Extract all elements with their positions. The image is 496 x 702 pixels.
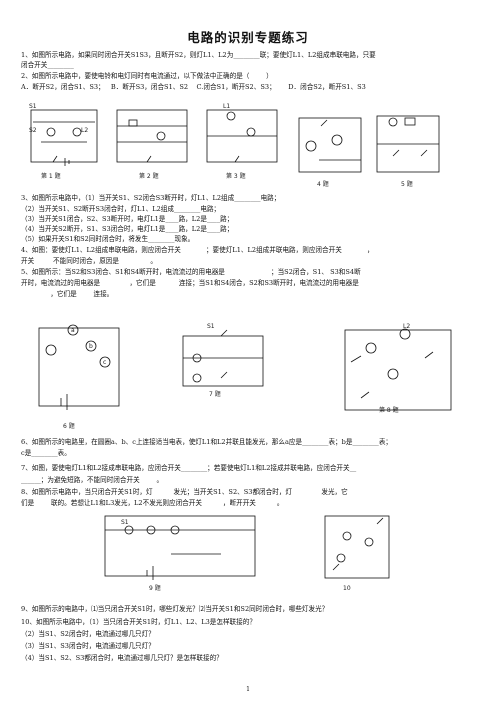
question-10-line-4: （4）当S1、S2、S3都闭合时，电流通过哪几只灯？是怎样联接的？ xyxy=(21,654,223,662)
figure-10-circuit xyxy=(324,515,390,579)
fig3-label-l1: L1 xyxy=(223,103,230,110)
figure-8-circuit xyxy=(344,328,452,411)
figure-6-circuit xyxy=(38,324,120,410)
figure-9-caption: 9 题 xyxy=(149,585,161,592)
question-3-line-3: （3）当开关S1闭合，S2、S3断开时，电灯L1是____路，L2是____路； xyxy=(21,215,234,223)
fig6-label-a: a xyxy=(71,327,75,334)
figure-2-circuit xyxy=(116,109,188,163)
question-1-line-2: 闭合开关________ xyxy=(21,61,74,69)
figure-6-caption: 6 题 xyxy=(63,423,75,430)
question-3-line-1: 3、如图所示电路中，（1）当开关S1、S2闭合S3断开时，灯L1、L2组成___… xyxy=(21,194,281,202)
question-4-line-1: 4、如图：要使灯L1、L2组成串联电路，则应闭合开关 ；要使灯L1、L2组成并联… xyxy=(21,246,374,254)
question-9: 9、如图所示的电路中，⑴当只闭合开关S1时，哪些灯发光？⑵当开关S1和S2同时闭… xyxy=(21,605,329,613)
question-5-line-1: 5、如图所示：当S2和S3闭合、S1和S4断开时，电流流过的用电器是 ；当S2闭… xyxy=(21,268,361,276)
figure-1-circuit xyxy=(30,109,98,166)
question-3-line-4: （4）当开关S2断开，S1、S3闭合时，电灯L1是____路，L2是____路； xyxy=(21,225,234,233)
figures-row-3: S1 9 题 10 xyxy=(104,515,390,592)
figure-10-caption: 10 xyxy=(343,585,351,592)
figure-5-circuit xyxy=(376,115,440,173)
figure-3-caption: 第 3 题 xyxy=(226,172,246,180)
question-10-line-3: （3）当S1、S3闭合时，电流通过哪几只灯？ xyxy=(21,642,155,650)
fig1-label-s2: S2 xyxy=(29,127,37,134)
fig6-label-c: c xyxy=(103,359,106,366)
figure-7-circuit xyxy=(182,329,264,387)
question-3-line-2: （2）当开关S1、S2断开S3闭合时，灯L1、L2组成________电路； xyxy=(21,205,221,213)
figure-1-caption: 第 1 题 xyxy=(41,172,61,180)
figure-9-circuit xyxy=(104,515,256,580)
question-7-line-2: ______；为避免短路，不能同时闭合开关 。 xyxy=(21,476,164,484)
question-8-line-1: 8、如图所示电路中，当只闭合开关S1时，灯 发光；当开关S1、S2、S3都闭合时… xyxy=(21,488,348,496)
fig1-label-l2: L2 xyxy=(81,127,88,134)
question-5-line-2: 开时，电流流过的用电器是 ，它们是 连接；当S1和S4闭合，S2和S3断开时，电… xyxy=(21,279,359,287)
question-2-options: A．断开S2，闭合S1、S3； B．断开S3，闭合S1、S2 C.闭合S1，断开… xyxy=(21,83,366,91)
page-title: 电路的识别专题练习 xyxy=(187,30,309,45)
fig8-label-l2: L2 xyxy=(403,323,410,330)
question-8-line-2: 们是 联的。若想让L1和L3发光，L2不发光则应闭合开关 ，断开开关 。 xyxy=(21,499,284,507)
figure-4-circuit xyxy=(298,117,362,173)
figure-4-caption: 4 题 xyxy=(317,181,329,188)
question-4-line-2: 开关 不能同时闭合，原因是 。 xyxy=(21,257,158,265)
fig7-label-s1: S1 xyxy=(207,323,215,330)
question-2-line-1: 2、如图所示电路中，要使电铃和电灯同时有电流通过，以下做法中正确的是（ ） xyxy=(21,72,273,80)
figure-5-caption: 5 题 xyxy=(401,181,413,188)
figures-row-2: a b c 6 题 S1 7 题 L2 第 8 题 xyxy=(38,323,452,430)
question-3-line-5: （5）如果开关S1和S2同时闭合时，将发生________现象。 xyxy=(21,235,195,243)
figure-7-caption: 7 题 xyxy=(209,391,221,398)
question-1-line-1: 1、如图所示电路，如果同时闭合开关S1S3，且断开S2，则灯L1、L2为____… xyxy=(21,51,376,59)
question-6-line-2: c是________表。 xyxy=(21,449,71,457)
page-number: 1 xyxy=(246,686,250,693)
question-7-line-1: 7、如图，要使电灯L1和L2接成串联电路，应闭合开关________；若要使电灯… xyxy=(21,464,357,472)
question-5-line-3: ，它们是 连接。 xyxy=(21,290,114,298)
question-10-line-1: 10、如图所示电路中，（1）当只闭合开关S1时，灯L1、L2、L3是怎样联接的？ xyxy=(21,618,256,626)
figure-2-caption: 第 2 题 xyxy=(139,172,159,180)
figures-row-1: S1 S2 L2 第 1 题 第 2 题 L1 第 3 题 xyxy=(29,103,440,188)
question-6-line-1: 6、如图所示的电路里，在圆圈a、b、c上连接适当电表，使灯L1和L2并联且能发光… xyxy=(21,438,393,446)
figure-8-caption: 第 8 题 xyxy=(379,406,399,414)
figure-3-circuit xyxy=(206,109,278,163)
fig9-label-s1: S1 xyxy=(121,519,129,526)
fig1-label-s1: S1 xyxy=(29,103,37,110)
question-10-line-2: （2）当S1、S2闭合时，电流通过哪几只灯？ xyxy=(21,630,155,638)
fig6-label-b: b xyxy=(89,343,93,350)
